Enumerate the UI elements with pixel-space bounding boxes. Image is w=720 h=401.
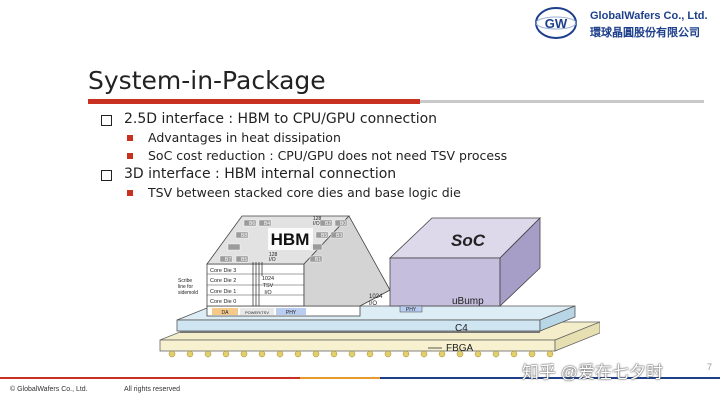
- io-top-1: 128: [313, 216, 322, 222]
- sub-bullet-square-icon: [127, 135, 133, 141]
- fbga-balls: [168, 350, 554, 358]
- soc-phy-label: PHY: [406, 307, 417, 313]
- brand-name-en: GlobalWafers Co., Ltd.: [590, 10, 708, 22]
- bullet-box-icon: [101, 170, 112, 181]
- brand-name-zh: 環球晶圓股份有限公司: [590, 27, 700, 39]
- base-power-block: [240, 308, 274, 315]
- c4-label: C4: [455, 323, 468, 334]
- bank-label: B5: [321, 233, 327, 239]
- io-stack-1: 128: [269, 252, 278, 258]
- fbga-substrate-front: [159, 339, 556, 352]
- sub-bullet-2-1: TSV between stacked core dies and base l…: [148, 185, 461, 200]
- globalwafers-logo: GW: [535, 7, 577, 39]
- sub-bullet-square-icon: [127, 153, 133, 159]
- watermark-text: 知乎 @爱在七夕时: [522, 363, 663, 382]
- base-power-label: POWER/TSV: [245, 310, 269, 315]
- footer-rights: All rights reserved: [124, 386, 181, 393]
- base-da-block: [212, 308, 238, 315]
- bank-label: B7: [225, 257, 231, 263]
- bank-label: B3: [336, 233, 342, 239]
- bank-label: B1: [315, 257, 321, 263]
- io-top-2: I/O: [313, 221, 320, 227]
- ubump-row: [180, 331, 540, 333]
- fbga-substrate-side: [554, 321, 600, 352]
- io-side-1: 1024: [369, 294, 383, 300]
- core-die-3: Core Die 3: [210, 268, 236, 274]
- bank-label: B2: [325, 221, 331, 227]
- title-underline-accent: [88, 99, 420, 104]
- tsv-label-3: I/O: [264, 290, 272, 296]
- soc-phy-block: [399, 305, 423, 313]
- sub-bullet-1-2: SoC cost reduction : CPU/GPU does not ne…: [148, 148, 508, 163]
- hbm-bank-grid: [219, 219, 348, 263]
- tsv-label-1: 1024: [262, 276, 274, 282]
- footer-rule-red: [0, 377, 300, 379]
- io-stack-2: I/O: [269, 257, 276, 263]
- footer-rule-blue: [380, 377, 720, 379]
- bank-label: B5: [241, 257, 247, 263]
- hbm-label: HBM: [271, 230, 310, 249]
- sub-bullet-square-icon: [127, 190, 133, 196]
- bank-label: B8: [241, 233, 247, 239]
- title-underline-rule: [420, 100, 704, 103]
- footer-copyright: © GlobalWafers Co., Ltd.: [10, 386, 88, 393]
- fbga-label: FBGA: [446, 343, 474, 354]
- core-die-1: Core Die 1: [210, 289, 236, 295]
- scribe-label-3: sidemold: [178, 290, 198, 296]
- bank-label: B4: [264, 221, 270, 227]
- logo-text: GW: [545, 16, 568, 31]
- tsv-label-2: TSV: [263, 283, 274, 289]
- bullet-box-icon: [101, 115, 112, 126]
- sip-cross-section-diagram: FBGA C4 DA POWER/TSV PHY Core Die 3 Core…: [159, 215, 600, 358]
- sub-bullet-1-1: Advantages in heat dissipation: [148, 130, 341, 145]
- interposer-side: [539, 305, 576, 332]
- core-die-2: Core Die 2: [210, 278, 236, 284]
- scribe-label-2: line for: [178, 284, 193, 290]
- io-side-2: I/O: [369, 301, 377, 307]
- ubump-label: uBump: [452, 296, 484, 307]
- bank-label: B6: [249, 221, 255, 227]
- bullet-2: 3D interface : HBM internal connection: [124, 166, 397, 182]
- soc-label: SoC: [451, 231, 486, 250]
- base-phy-block: [276, 308, 306, 315]
- scribe-label-1: Scribe: [178, 278, 192, 284]
- footer-rule-orange: [300, 377, 380, 379]
- base-da-label: DA: [222, 310, 230, 316]
- page-number: 7: [707, 362, 713, 372]
- bullet-1: 2.5D interface : HBM to CPU/GPU connecti…: [124, 111, 438, 127]
- slide-title: System-in-Package: [88, 66, 326, 95]
- interposer-front: [176, 319, 541, 332]
- base-phy-label: PHY: [286, 310, 297, 316]
- soc-side: [499, 217, 541, 307]
- soc-front: [389, 257, 501, 307]
- core-die-0: Core Die 0: [210, 299, 236, 305]
- bank-label: B0: [340, 221, 346, 227]
- tsv-lines: [252, 262, 263, 306]
